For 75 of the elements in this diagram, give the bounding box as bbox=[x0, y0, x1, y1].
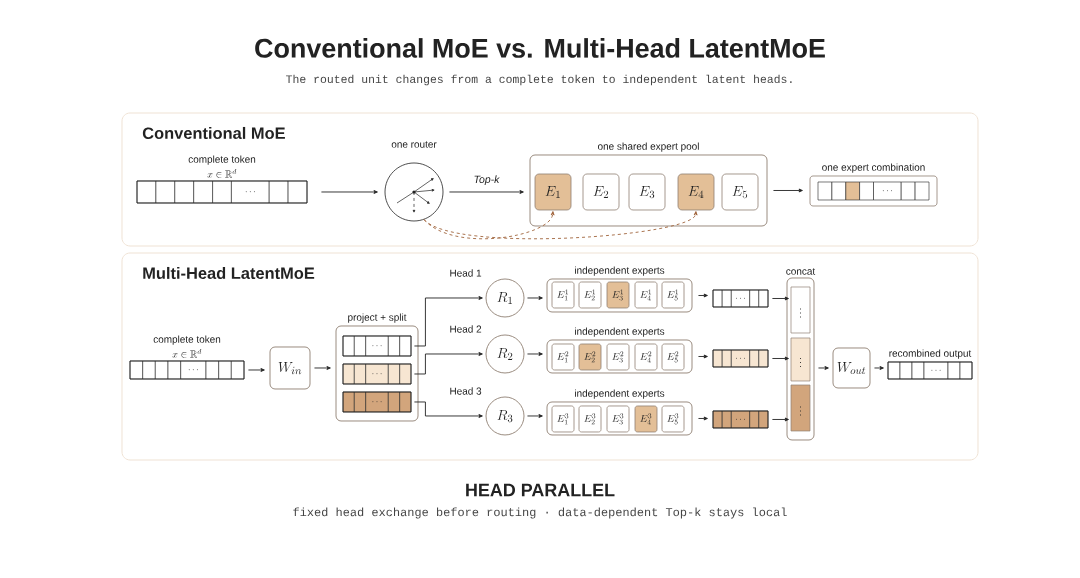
footnote: fixed head exchange before routing · data-dependent Top-k stays local bbox=[293, 507, 787, 519]
expert-box: $E_2$ bbox=[582, 173, 620, 211]
expert-box: $E^1_5$ bbox=[661, 281, 685, 309]
arrow bbox=[773, 188, 803, 193]
arrow bbox=[527, 414, 543, 418]
vector-cells: $\cdots$ bbox=[887, 361, 973, 380]
vector-cells: $\cdots$ bbox=[129, 360, 245, 380]
expert-box: $E^2_3$ bbox=[606, 343, 630, 371]
vector-cells: $\cdots$ bbox=[342, 335, 412, 357]
formula: $x \in \mathbb{R}^d$ bbox=[207, 168, 237, 178]
expert-box: $E^2_5$ bbox=[661, 343, 685, 371]
node-label: one shared expert pool bbox=[597, 142, 699, 152]
formula: $x \in \mathbb{R}^d$ bbox=[172, 348, 202, 358]
expert-box: $E^1_4$ bbox=[634, 281, 658, 309]
expert-box: $E^1_3$ bbox=[606, 281, 630, 309]
weight-box: $W_{out}$ bbox=[832, 347, 871, 389]
vector-cells: $\cdots$ bbox=[342, 363, 412, 385]
expert-box: $E^1_2$ bbox=[578, 281, 602, 309]
node-label: recombined output bbox=[889, 349, 972, 359]
arrow bbox=[527, 296, 543, 300]
expert-box: $E_1$ bbox=[534, 173, 572, 211]
node-label: concat bbox=[786, 268, 816, 275]
node-label: project + split bbox=[348, 313, 407, 323]
node-label: complete token bbox=[188, 155, 256, 165]
arrow bbox=[698, 416, 708, 421]
concat-segment: $\vdots$ bbox=[790, 286, 811, 334]
vector-cells: $\cdots$ bbox=[136, 180, 308, 204]
vector-cells: $\cdots$ bbox=[342, 391, 412, 413]
node-label: independent experts bbox=[575, 327, 665, 337]
arrow bbox=[314, 366, 331, 370]
expert-box: $E^3_5$ bbox=[661, 405, 685, 433]
node-label: one router bbox=[391, 141, 437, 148]
edge-label: Head 2 bbox=[448, 323, 484, 335]
expert-box: $E^3_3$ bbox=[606, 405, 630, 433]
weight-box: $W_{in}$ bbox=[269, 346, 311, 390]
expert-box: $E_3$ bbox=[628, 173, 666, 211]
edge-label: Head 1 bbox=[448, 267, 484, 279]
vector-cells: $\cdots$ bbox=[809, 175, 938, 207]
arrow bbox=[771, 296, 789, 301]
node-label: one expert combination bbox=[822, 163, 925, 173]
arrow bbox=[818, 366, 829, 370]
arrow bbox=[413, 352, 483, 375]
expert-box: $E^2_1$ bbox=[551, 343, 575, 371]
heading: HEAD PARALLEL bbox=[466, 483, 615, 497]
vector-cells: $\cdots$ bbox=[712, 289, 769, 308]
expert-box: $E_4$ bbox=[677, 173, 715, 211]
arrow bbox=[527, 352, 543, 356]
arrow bbox=[771, 356, 789, 361]
arrow bbox=[320, 190, 378, 194]
node-label: independent experts bbox=[575, 266, 665, 276]
expert-box: $E^2_2$ bbox=[578, 343, 602, 371]
arrow bbox=[413, 401, 483, 418]
node-label: complete token bbox=[153, 335, 221, 345]
vector-cells: $\cdots$ bbox=[712, 410, 769, 429]
expert-box: $E_5$ bbox=[721, 173, 759, 211]
arrow bbox=[448, 190, 524, 194]
expert-box: $E^2_4$ bbox=[634, 343, 658, 371]
vector-cells: $\cdots$ bbox=[712, 349, 769, 368]
expert-box: $E^3_2$ bbox=[578, 405, 602, 433]
arrow bbox=[771, 417, 789, 422]
concat-segment: $\vdots$ bbox=[790, 337, 811, 382]
expert-box: $E^3_1$ bbox=[551, 405, 575, 433]
expert-box: $E^3_4$ bbox=[634, 405, 658, 433]
concat-segment: $\vdots$ bbox=[790, 384, 811, 432]
arrow bbox=[698, 354, 708, 359]
subtitle: The routed unit changes from a complete token to independent latent heads. bbox=[286, 74, 792, 86]
dashed-arrow bbox=[423, 211, 698, 240]
arrow bbox=[413, 296, 483, 347]
arrow bbox=[874, 366, 884, 370]
arrow bbox=[698, 293, 708, 298]
expert-box: $E^1_1$ bbox=[551, 281, 575, 309]
node-label: independent experts bbox=[575, 389, 665, 399]
arrow bbox=[247, 368, 265, 372]
title: Conventional MoE vs. Multi-Head LatentMoE bbox=[255, 38, 825, 58]
edge-label: Head 3 bbox=[448, 385, 484, 397]
